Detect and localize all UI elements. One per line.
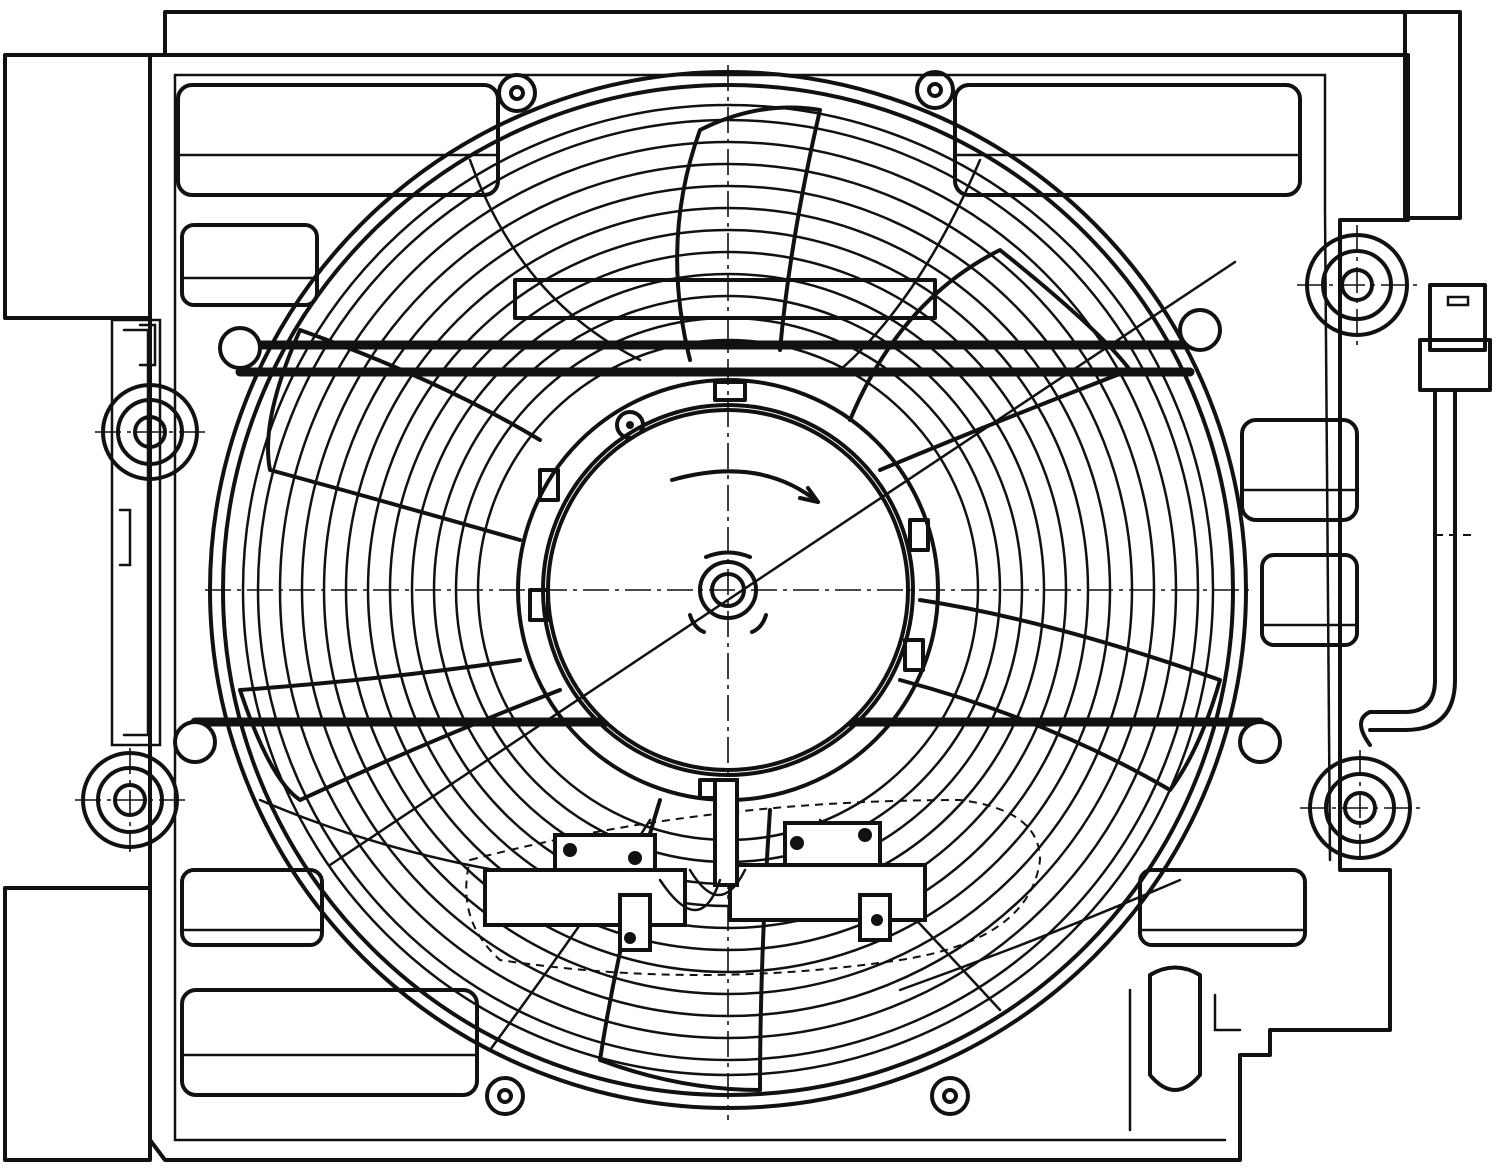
resistor-module [465, 778, 1042, 976]
right-windows [953, 83, 1359, 947]
left-mount-brackets [3, 53, 152, 1162]
screws [485, 70, 970, 1116]
mounting-bosses [75, 225, 1420, 866]
drain-outlet [1128, 965, 1242, 1132]
center-lines [205, 65, 1255, 1120]
cable-connector [1359, 283, 1492, 747]
